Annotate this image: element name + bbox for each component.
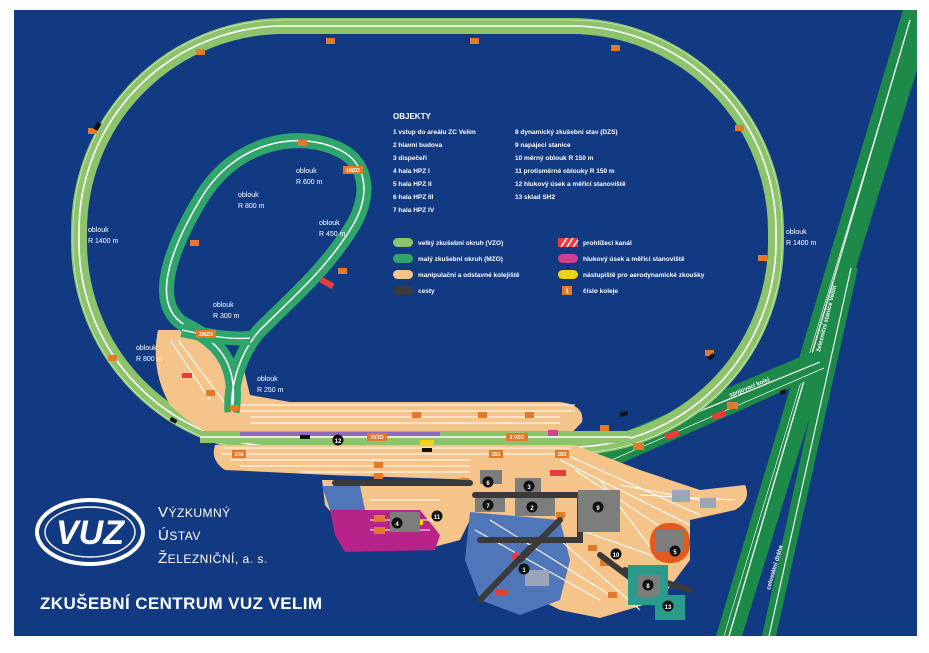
page-title: ZKUŠEBNÍ CENTRUM VUZ VELIM <box>40 594 322 613</box>
svg-text:VÝZKUMNÝ: VÝZKUMNÝ <box>158 504 231 521</box>
logo-initial: Ú <box>158 527 169 544</box>
tag-labels: 1MZO 2MZO 1VZO 2 VZO 1B1 1B2 10A <box>196 166 569 458</box>
building-7: 7 <box>486 504 490 510</box>
legend-label: manipulační a odstavné kolejiště <box>418 272 520 279</box>
legend-label: nástupiště pro aerodynamické zkoušky <box>583 272 705 279</box>
objects-list: OBJEKTY 1 vstup do areálu ZC Velim 2 hla… <box>393 112 626 214</box>
object-item: 1 vstup do areálu ZC Velim <box>393 129 476 136</box>
mzo-bottom-label: oblouk <box>213 302 234 309</box>
building-11: 11 <box>434 515 441 521</box>
legend-label: malý zkušební okruh (MZO) <box>418 256 503 263</box>
mzo-bottom-radius: R 300 m <box>213 313 240 320</box>
vzo-right-label: oblouk <box>786 229 807 236</box>
mzo-loop <box>158 133 372 414</box>
legend-label: velký zkušební okruh (VZO) <box>418 240 503 247</box>
mzo-right-radius: R 450 m <box>319 231 346 238</box>
building-9: 9 <box>596 506 600 512</box>
yard-curve-label: oblouk <box>257 376 278 383</box>
tag-2vzo: 2 VZO <box>510 435 525 441</box>
object-item: 2 hlavní budova <box>393 142 443 149</box>
legend-swatch-track-number <box>562 286 572 295</box>
vzo-left-label: oblouk <box>88 227 109 234</box>
object-item: 6 hala HPZ III <box>393 194 434 201</box>
object-item: 3 dispečeři <box>393 155 427 162</box>
logo-word: ÝZKUMNÝ <box>169 505 231 520</box>
mzo-top-radius: R 600 m <box>296 179 323 186</box>
legend-label: cesty <box>418 288 435 295</box>
legend-swatch-platform <box>558 270 578 279</box>
legend-swatch-yard <box>393 270 413 279</box>
yard-curve-radius: R 250 m <box>257 387 284 394</box>
building-5: 5 <box>673 550 677 556</box>
legend-label: prohlížecí kanál <box>583 240 632 247</box>
vuz-logo: VUZ VÝZKUMNÝ ÚSTAV ŽELEZNIČNÍ, a. s. <box>35 498 268 567</box>
vzo-bottom-main <box>200 431 630 443</box>
building-4: 4 <box>395 522 399 528</box>
curve-labels: oblouk R 1400 m oblouk R 1400 m oblouk R… <box>88 168 817 394</box>
legend-label: hlukový úsek a měřicí stanoviště <box>583 256 685 263</box>
object-item: 13 sklad SH2 <box>515 194 555 201</box>
building-1: 1 <box>522 568 526 574</box>
legend-swatch-text: 1 <box>565 289 569 295</box>
legend-swatch-roads <box>393 286 413 295</box>
map-background <box>14 10 917 636</box>
building-8: 8 <box>646 584 650 590</box>
tag-1b1: 1B1 <box>491 452 500 458</box>
object-item: 12 hlukový úsek a měřicí stanoviště <box>515 181 626 188</box>
object-item: 9 napájecí stanice <box>515 142 571 149</box>
legend-swatch-noise <box>558 254 578 263</box>
building-6: 6 <box>486 481 490 487</box>
object-item: 7 hala HPZ IV <box>393 207 435 214</box>
legend-swatch-vzo <box>393 238 413 247</box>
tag-10a: 10A <box>234 452 244 458</box>
object-item: 10 měrný oblouk R 150 m <box>515 155 594 162</box>
building-zone-west <box>322 486 365 510</box>
logo-word: STAV <box>169 529 201 543</box>
building-3: 3 <box>527 485 531 491</box>
logo-mark: VUZ <box>56 514 125 552</box>
logo-word: ELEZNIČNÍ, a. s. <box>168 551 268 566</box>
trains <box>93 121 787 452</box>
building-10: 10 <box>613 553 620 559</box>
vzo-bl-label: oblouk <box>136 345 157 352</box>
tag-1vzo: 1VZO <box>370 435 383 441</box>
objects-heading: OBJEKTY <box>393 112 431 121</box>
logo-initial: V <box>158 504 169 521</box>
velim-station-line <box>762 267 858 637</box>
tag-2mzo: 2MZO <box>199 332 213 338</box>
legend: velký zkušební okruh (VZO) malý zkušební… <box>393 237 705 295</box>
tag-1b2: 1B2 <box>557 452 566 458</box>
mzo-left-radius: R 800 m <box>238 203 265 210</box>
object-item: 5 hala HPZ II <box>393 181 432 188</box>
building-12: 12 <box>335 439 342 445</box>
mzo-left-label: oblouk <box>238 192 259 199</box>
svg-text:ŽELEZNIČNÍ, a. s.: ŽELEZNIČNÍ, a. s. <box>158 550 268 567</box>
tag-1mzo: 1MZO <box>346 168 360 174</box>
building-markers: 1 2 3 4 5 6 7 8 9 10 11 12 13 <box>332 434 681 612</box>
yard-tracks <box>169 339 736 611</box>
building-2: 2 <box>530 506 534 512</box>
national-railway <box>716 10 917 637</box>
mzo-top-label: oblouk <box>296 168 317 175</box>
logo-ellipse <box>35 498 145 566</box>
vzo-bl-radius: R 800 m <box>136 356 163 363</box>
logo-initial: Ž <box>158 550 168 567</box>
svg-text:ÚSTAV: ÚSTAV <box>158 527 201 544</box>
object-item: 11 protisměrné oblouky R 150 m <box>515 168 615 175</box>
legend-swatch-mzo <box>393 254 413 263</box>
building-13: 13 <box>665 605 672 611</box>
object-item: 4 hala HPZ I <box>393 168 430 175</box>
vzo-right-radius: R 1400 m <box>786 240 817 247</box>
legend-label: číslo koleje <box>583 288 618 295</box>
mzo-right-label: oblouk <box>319 220 340 227</box>
legend-swatch-pit <box>558 238 578 247</box>
vzo-left-radius: R 1400 m <box>88 238 119 245</box>
object-item: 8 dynamický zkušební stav (DZS) <box>515 129 618 136</box>
